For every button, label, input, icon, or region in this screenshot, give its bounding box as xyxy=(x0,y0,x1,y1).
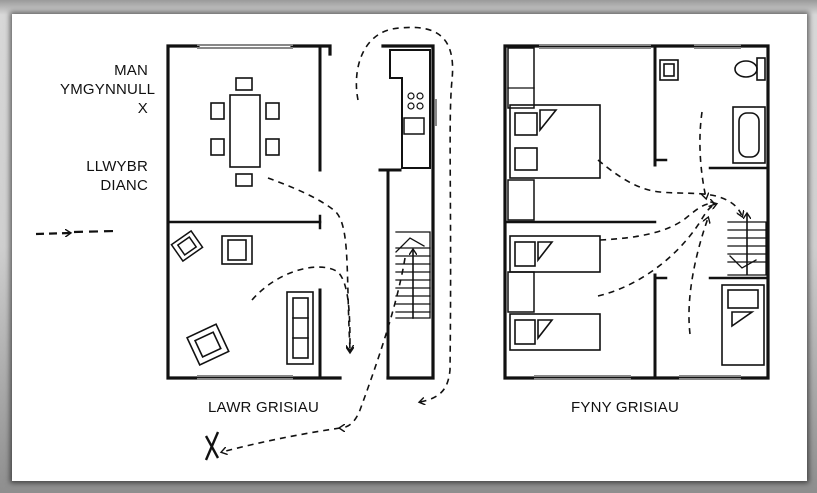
wardrobe-lower xyxy=(507,179,535,221)
single-bed-back xyxy=(721,284,765,366)
kitchen-sink xyxy=(403,117,425,135)
downstairs-top-window xyxy=(197,44,293,49)
wardrobe-upper xyxy=(507,47,535,109)
route-lower-bedroom xyxy=(597,204,716,297)
upstairs-bottom-window-left xyxy=(534,375,631,380)
wardrobe-mid xyxy=(507,271,535,313)
upstairs-plan xyxy=(503,44,770,380)
upstairs-top-window-right xyxy=(694,44,741,49)
escape-route-label-line1: LLWYBR xyxy=(86,158,148,175)
dining-table xyxy=(210,77,280,187)
upstairs-outer-walls xyxy=(503,44,770,380)
upstairs-label: FYNY GRISIAU xyxy=(571,399,679,416)
downstairs-plan xyxy=(166,44,437,380)
route-double-bedroom xyxy=(597,159,742,216)
downstairs-staircase xyxy=(395,231,431,319)
route-living-room xyxy=(251,266,350,352)
stove-icon xyxy=(407,92,424,110)
route-bathroom xyxy=(699,111,706,198)
armchair-top xyxy=(221,235,253,265)
escape-routes xyxy=(222,26,742,452)
downstairs-outer-walls xyxy=(166,44,435,380)
assembly-point-marker xyxy=(204,431,220,461)
route-single-bedroom xyxy=(599,204,714,241)
armchair-bottom xyxy=(186,323,230,366)
route-dining-room xyxy=(267,177,350,350)
assembly-point-label-line3: X xyxy=(137,100,148,117)
bathtub xyxy=(732,106,766,164)
legend-assembly-point: MAN YMGYNNULL X xyxy=(60,61,156,118)
route-to-assembly xyxy=(222,427,341,452)
sofa xyxy=(286,291,314,365)
legend-escape-route-symbol xyxy=(35,231,116,234)
route-back-bedroom xyxy=(688,218,708,335)
downstairs-bottom-window xyxy=(197,375,293,380)
double-bed xyxy=(509,104,601,179)
escape-route-label-line2: DIANC xyxy=(100,177,148,194)
bathroom-sink xyxy=(659,59,679,81)
upstairs-bottom-window-right xyxy=(679,375,741,380)
kitchen-counter xyxy=(389,49,431,169)
upstairs-staircase xyxy=(727,214,767,276)
legend-escape-route: LLWYBR DIANC xyxy=(60,157,148,195)
side-table xyxy=(170,229,204,263)
assembly-point-label-line1: MAN xyxy=(114,62,148,79)
route-kitchen xyxy=(355,26,454,402)
upstairs-top-window-left xyxy=(539,44,651,49)
toilet xyxy=(734,57,766,81)
single-bed-lower xyxy=(509,313,601,351)
single-bed-upper xyxy=(509,235,601,273)
downstairs-label: LAWR GRISIAU xyxy=(208,399,320,416)
assembly-point-label-line2: YMGYNNULL xyxy=(60,81,156,98)
route-stairs-down xyxy=(340,257,406,428)
